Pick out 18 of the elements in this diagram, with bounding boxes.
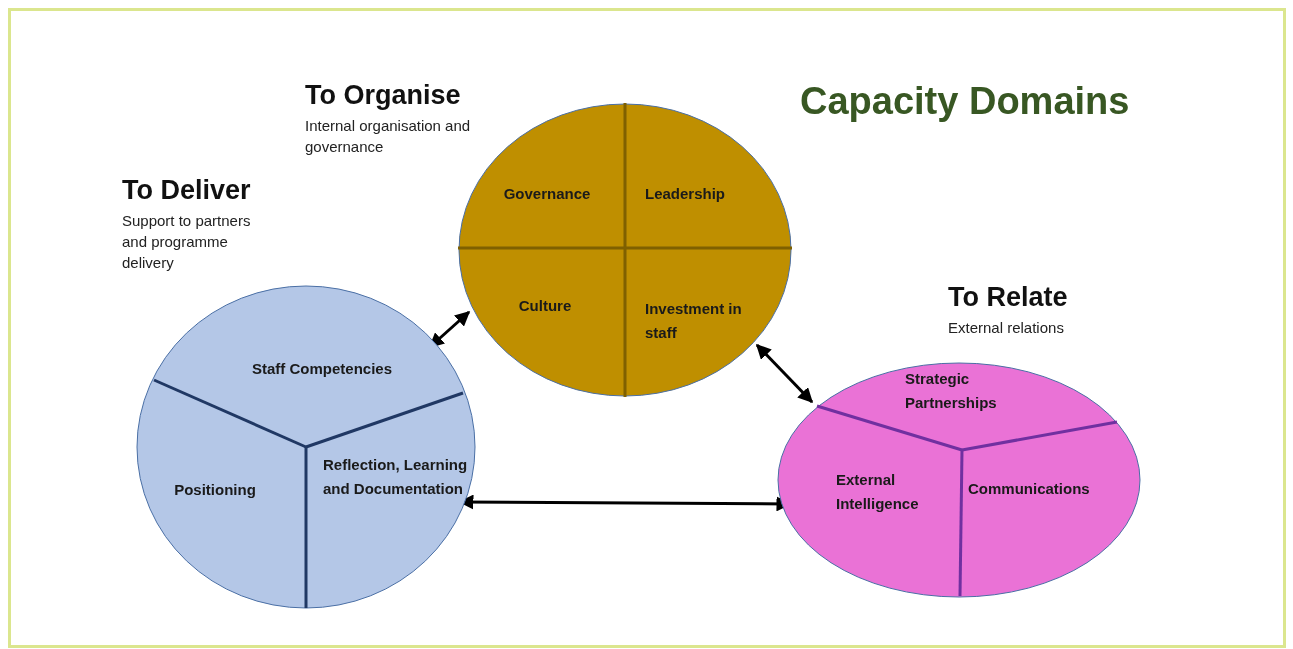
segment-label: Leadership <box>630 182 740 206</box>
segment-label: Reflection, Learning and Documentation <box>323 453 468 501</box>
domain-heading: To Deliver <box>122 175 252 206</box>
segment-label: Communications <box>968 477 1118 501</box>
segment-label: Culture <box>495 294 595 318</box>
domain-heading: To Relate <box>948 282 1069 313</box>
segment-label: Governance <box>492 182 602 206</box>
double-arrow <box>755 343 814 404</box>
domain-description: Support to partners and programme delivery <box>122 211 252 273</box>
segment-label: Strategic Partnerships <box>905 367 1035 415</box>
diagram-title: Capacity Domains <box>800 80 1130 123</box>
domain-description: Internal organisation and governance <box>305 116 472 157</box>
domain-description: External relations <box>948 318 1065 338</box>
segment-label: Positioning <box>160 478 270 502</box>
segment-label: Investment in staff <box>645 297 755 345</box>
segment-label: Staff Competencies <box>252 357 402 381</box>
segment-label: External Intelligence <box>836 468 946 516</box>
domain-heading: To Organise <box>305 80 462 111</box>
